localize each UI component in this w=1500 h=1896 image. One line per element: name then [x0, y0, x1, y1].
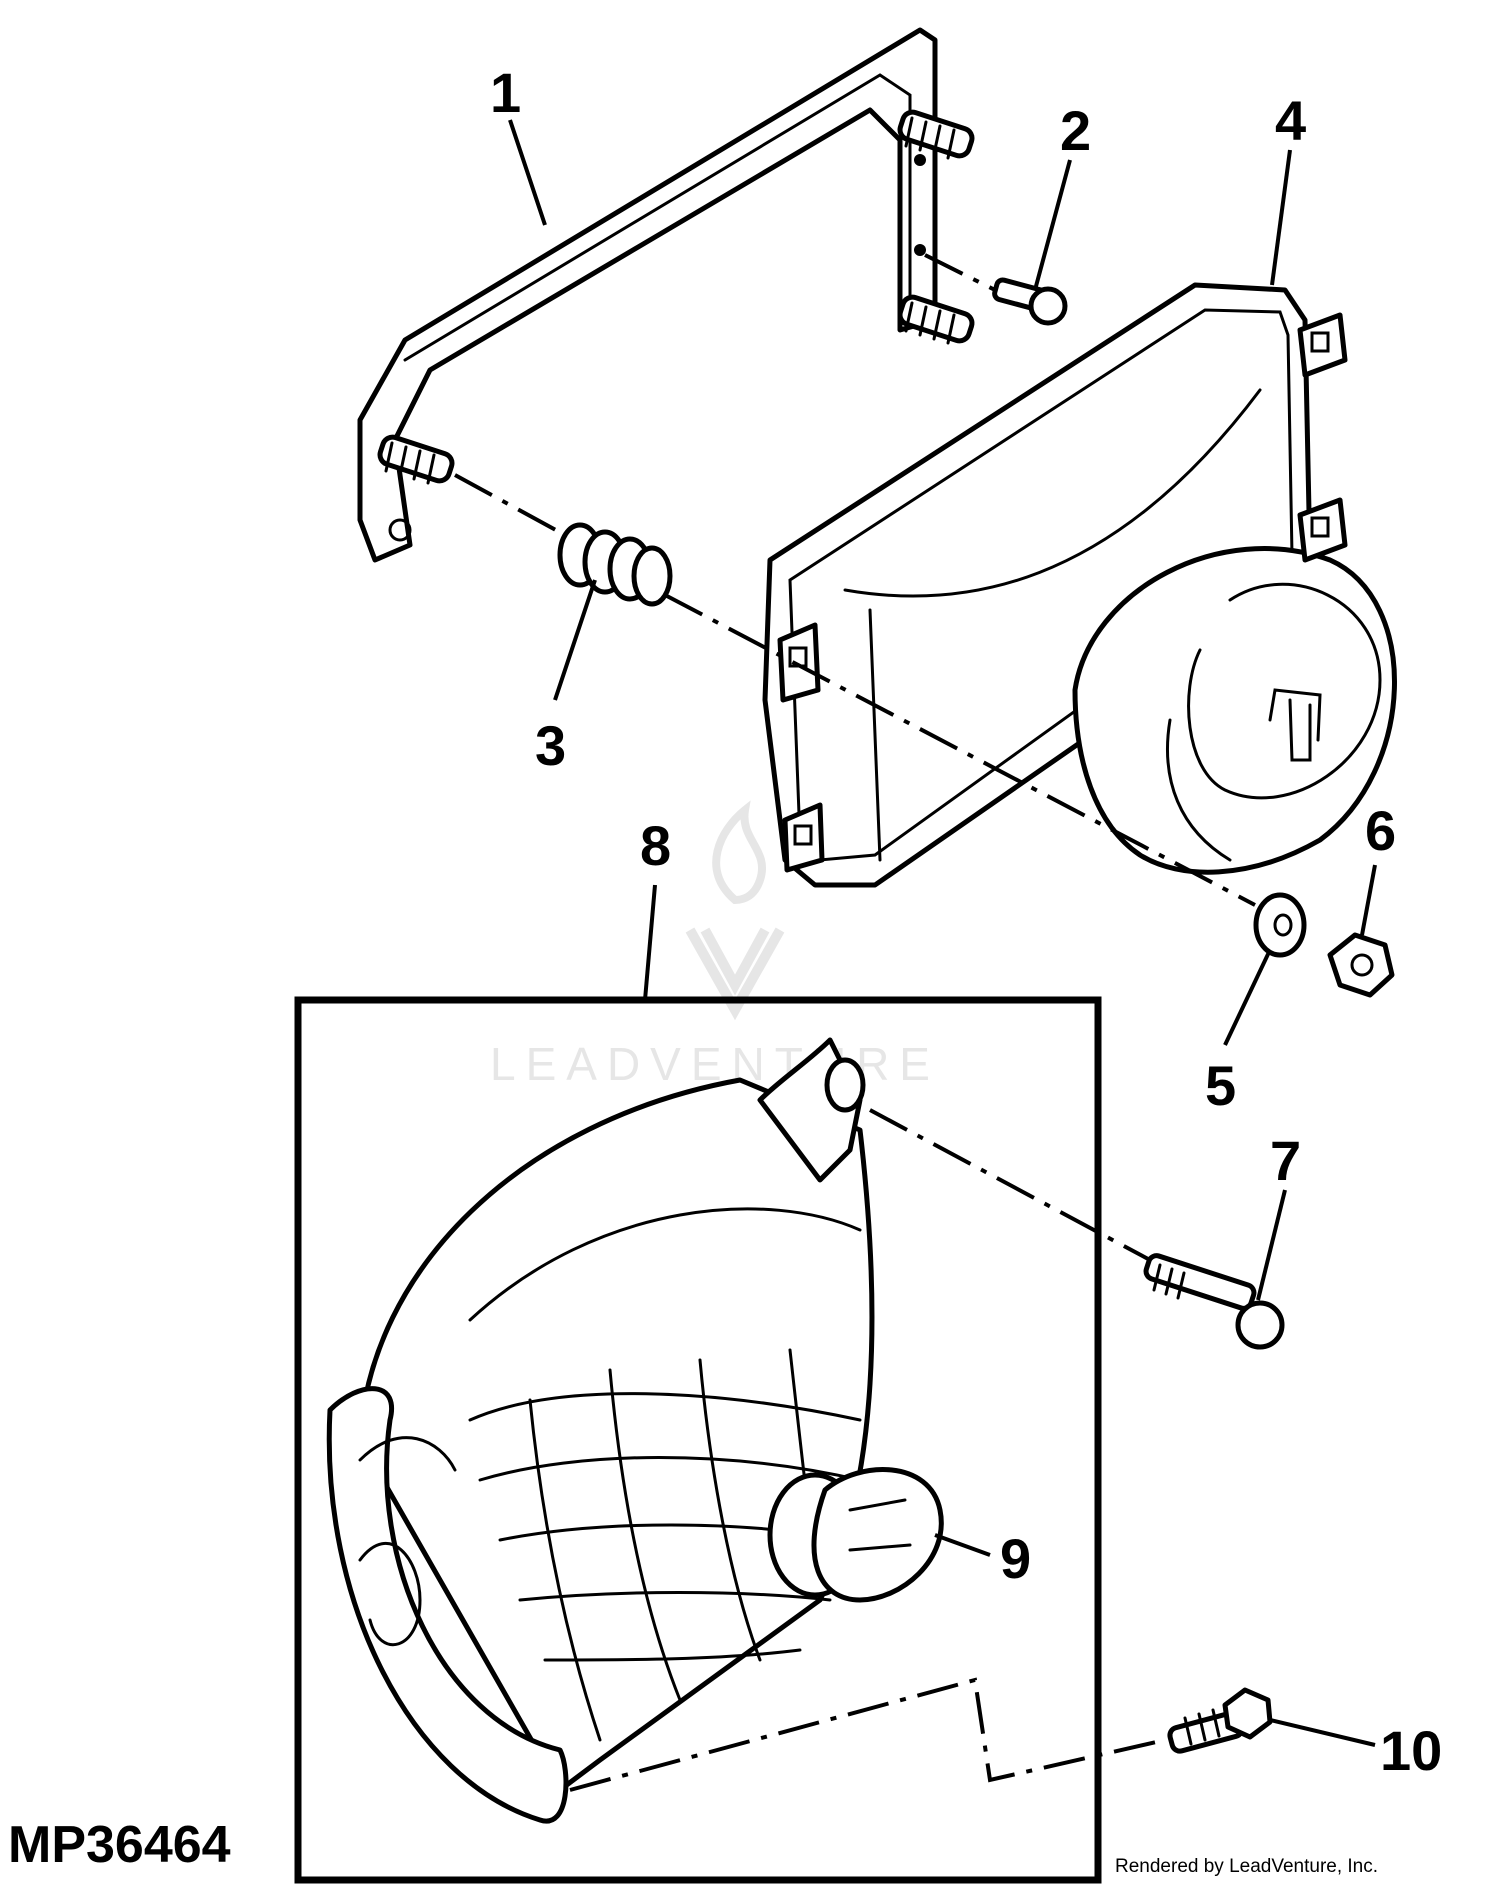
- part-9-bulb: [767, 1467, 944, 1603]
- leader-line-1: [508, 119, 547, 226]
- part-8-inset-frame: [294, 996, 1102, 1884]
- alignment-line-2: [924, 253, 996, 292]
- part-6-nut: [1327, 932, 1395, 998]
- housing-tab-top-right: [1297, 312, 1348, 378]
- leader-line-8: [643, 884, 657, 1001]
- callout-1: 1: [490, 61, 521, 124]
- callout-6: 6: [1365, 799, 1396, 862]
- callout-4: 4: [1275, 89, 1306, 152]
- leader-line-3: [553, 579, 597, 701]
- callout-10: 10: [1380, 1719, 1442, 1782]
- leader-line-9: [934, 1533, 991, 1557]
- alignment-line-3: [454, 473, 566, 537]
- part-5-washer: [1253, 892, 1307, 958]
- bracket-stud-upper: [897, 109, 975, 160]
- leader-line-7: [1256, 1189, 1287, 1301]
- part-7-bolt: [1143, 1253, 1285, 1350]
- part-10-cap-screw: [1167, 1687, 1273, 1754]
- alignment-line-7: [869, 1108, 1151, 1262]
- alignment-line-10: [569, 1677, 1166, 1792]
- bracket-stud-lower: [897, 294, 975, 345]
- watermark-logo-icon: [685, 927, 785, 1021]
- part-1-mounting-bracket: [357, 27, 938, 563]
- leader-line-2: [1033, 159, 1072, 291]
- callout-2: 2: [1060, 99, 1091, 162]
- part-3-spring: [557, 522, 673, 607]
- housing-tab-mid-right: [1297, 497, 1348, 563]
- leader-line-6: [1360, 864, 1377, 936]
- housing-tab-left-lower: [782, 802, 825, 873]
- watermark-text: LEADVENTURE: [490, 1038, 940, 1090]
- leader-line-5: [1223, 949, 1272, 1046]
- part-2-screw: [992, 277, 1068, 326]
- watermark-flame-icon: [712, 800, 766, 905]
- callout-9: 9: [1000, 1527, 1031, 1590]
- leader-line-10: [1269, 1718, 1376, 1747]
- alignment-line-4: [664, 593, 1256, 907]
- part-8-sealed-beam: [326, 1037, 875, 1824]
- callout-5: 5: [1205, 1054, 1236, 1117]
- bracket-stud-left: [377, 434, 455, 485]
- part-4-lamp-housing: [762, 282, 1397, 888]
- callout-8: 8: [640, 814, 671, 877]
- render-credit: Rendered by LeadVenture, Inc.: [1115, 1856, 1378, 1877]
- callout-7: 7: [1270, 1129, 1301, 1192]
- figure-id: MP36464: [8, 1816, 231, 1874]
- callout-3: 3: [535, 714, 566, 777]
- housing-tab-left-upper: [777, 622, 821, 703]
- leader-line-4: [1270, 149, 1292, 286]
